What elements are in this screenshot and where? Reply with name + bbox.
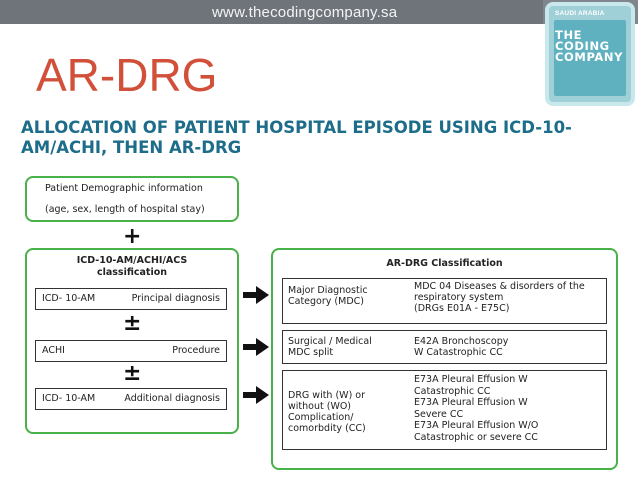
- ardrg-row-left: Surgical / Medical MDC split: [288, 336, 372, 358]
- demographics-box: Patient Demographic information (age, se…: [25, 176, 239, 222]
- ardrg-left-line: without (WO): [288, 401, 352, 412]
- icd-panel-title-2: classification: [96, 267, 168, 278]
- company-logo: SAUDI ARABIA THE CODING COMPANY: [549, 6, 631, 102]
- plusminus-symbol-2: ±: [123, 361, 142, 386]
- logo-country: SAUDI ARABIA: [555, 10, 605, 17]
- arrow-right-icon: [243, 386, 269, 404]
- ardrg-right-line: MDC 04 Diseases & disorders of the: [414, 281, 585, 292]
- ardrg-row-right: MDC 04 Diseases & disorders of the respi…: [414, 281, 585, 314]
- demographics-detail: (age, sex, length of hospital stay): [45, 204, 205, 215]
- icd-panel: ICD-10-AM/ACHI/ACS classification ICD- 1…: [25, 248, 239, 434]
- logo-line-2: CODING: [555, 39, 610, 53]
- icd-row-right: Principal diagnosis: [131, 293, 220, 304]
- top-bar: [0, 0, 638, 24]
- site-url: www.thecodingcompany.sa: [212, 4, 398, 21]
- icd-row-additional: ICD- 10-AM Additional diagnosis: [35, 388, 227, 410]
- ardrg-panel-title: AR-DRG Classification: [386, 258, 503, 269]
- ardrg-row-cc: DRG with (W) or without (WO) Complicatio…: [282, 370, 607, 450]
- heading-line-2: AM/ACHI, THEN AR-DRG: [21, 138, 242, 157]
- ardrg-left-line: DRG with (W) or: [288, 390, 366, 401]
- ardrg-right-line: E42A Bronchoscopy: [414, 336, 509, 347]
- ardrg-right-line: Catastrophic or severe CC: [414, 431, 538, 443]
- ardrg-left-line: Complication/: [288, 412, 354, 423]
- ardrg-row-left: DRG with (W) or without (WO) Complicatio…: [288, 390, 366, 434]
- ardrg-right-line: Catastrophic CC: [414, 385, 491, 397]
- demographics-title: Patient Demographic information: [45, 183, 203, 194]
- logo-line-1: THE: [555, 28, 583, 42]
- ardrg-left-line: comorbdity (CC): [288, 423, 366, 434]
- ardrg-left-line: MDC split: [288, 347, 334, 358]
- arrow-right-icon: [243, 286, 269, 304]
- logo-text: THE CODING COMPANY: [555, 28, 624, 64]
- ardrg-right-line: E73A Pleural Effusion W: [414, 397, 528, 408]
- ardrg-right-line: E73A Pleural Effusion W/O: [414, 420, 539, 431]
- ardrg-row-mdc: Major Diagnostic Category (MDC) MDC 04 D…: [282, 278, 607, 324]
- arrow-right-icon: [243, 338, 269, 356]
- slide-title: AR-DRG: [36, 49, 218, 101]
- ardrg-right-line: Severe CC: [414, 408, 464, 420]
- ardrg-left-line: Surgical / Medical: [288, 336, 372, 347]
- ardrg-left-line: Major Diagnostic: [288, 285, 368, 296]
- ardrg-right-line: E73A Pleural Effusion W: [414, 374, 528, 385]
- icd-row-principal: ICD- 10-AM Principal diagnosis: [35, 288, 227, 310]
- ardrg-row-right: E42A Bronchoscopy W Catastrophic CC: [414, 336, 508, 358]
- logo-block: [554, 20, 626, 96]
- ardrg-left-line: Category (MDC): [288, 296, 364, 307]
- ardrg-row-left: Major Diagnostic Category (MDC): [288, 285, 368, 307]
- icd-panel-title-1: ICD-10-AM/ACHI/ACS: [76, 255, 188, 266]
- ardrg-row-split: Surgical / Medical MDC split E42A Bronch…: [282, 330, 607, 364]
- ardrg-panel: AR-DRG Classification Major Diagnostic C…: [271, 248, 618, 470]
- heading-line-1: ALLOCATION OF PATIENT HOSPITAL EPISODE U…: [21, 118, 572, 137]
- icd-row-left: ICD- 10-AM: [42, 393, 96, 404]
- ardrg-row-right: E73A Pleural Effusion W Catastrophic CC …: [414, 374, 538, 443]
- icd-row-procedure: ACHI Procedure: [35, 340, 227, 362]
- icd-row-right: Procedure: [172, 345, 220, 356]
- plusminus-symbol-1: ±: [123, 311, 142, 336]
- icd-row-right: Additional diagnosis: [124, 393, 220, 404]
- ardrg-right-line: respiratory system: [414, 292, 504, 303]
- icd-row-left: ACHI: [42, 345, 65, 356]
- ardrg-right-line: W Catastrophic CC: [414, 347, 503, 358]
- slide-heading: ALLOCATION OF PATIENT HOSPITAL EPISODE U…: [21, 118, 601, 158]
- logo-line-3: COMPANY: [555, 50, 624, 64]
- ardrg-right-line: (DRGs E01A - E75C): [414, 303, 510, 314]
- plus-symbol: +: [123, 224, 142, 249]
- icd-row-left: ICD- 10-AM: [42, 293, 96, 304]
